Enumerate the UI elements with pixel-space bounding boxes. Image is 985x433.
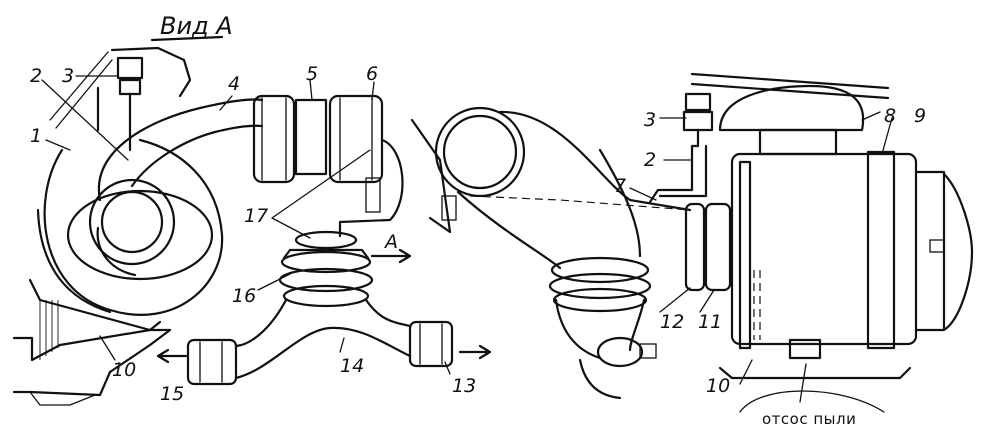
leaders-right: [629, 111, 893, 403]
hose-clamp-12: [684, 202, 706, 292]
title-underline: [150, 35, 224, 42]
base-frame-right: [718, 366, 912, 380]
filter-body: [730, 150, 974, 360]
bellows-right: [548, 256, 657, 400]
callout-5: 5: [306, 63, 318, 85]
sleeve-13: [408, 320, 492, 368]
hose-clamp-11: [704, 202, 732, 292]
view-arrow: [370, 248, 412, 264]
callout-15: 15: [160, 383, 184, 405]
callout-3-left: 3: [62, 65, 74, 87]
leaders-left: [41, 75, 451, 375]
callout-8: 8: [884, 105, 896, 127]
callout-7: 7: [614, 175, 626, 197]
cover-plate: [690, 72, 890, 156]
sleeve-15: [156, 338, 238, 386]
intake-pipe-4: [96, 98, 264, 277]
clamp-band-9: [866, 150, 896, 350]
arrow-left-out: [156, 348, 188, 364]
air-cleaner-housing: [28, 138, 224, 332]
callout-10-right: 10: [706, 375, 730, 397]
callout-12: 12: [660, 311, 684, 333]
drain-hose-left: [338, 138, 404, 238]
callout-10-left: 10: [112, 359, 136, 381]
callout-4: 4: [228, 73, 240, 95]
intake-pipe-right: [434, 106, 692, 270]
view-title: Вид А: [160, 12, 233, 40]
callout-9: 9: [914, 105, 926, 127]
view-marker: А: [383, 231, 398, 253]
hose-clamp-6: [328, 94, 384, 213]
bracket-clip: [441, 195, 457, 221]
engine-base-left: [12, 300, 172, 406]
dust-suction-note: отсос пыли: [762, 410, 856, 428]
dust-outlet: [788, 338, 822, 360]
hose-sleeve-5: [294, 98, 328, 176]
dust-valve-right: [648, 92, 714, 204]
callout-2-right: 2: [644, 149, 656, 171]
cleaner-outlet-ring: [88, 178, 176, 266]
dust-outlet-outline: [739, 390, 885, 413]
callout-13: 13: [452, 375, 476, 397]
branch-pipe-14: [234, 298, 412, 380]
callout-2-left: 2: [30, 65, 42, 87]
callout-1: 1: [30, 125, 42, 147]
hose-clamp-left: [252, 94, 296, 184]
arrow-right-out: [458, 344, 492, 360]
callout-3-right: 3: [644, 109, 656, 131]
callout-14: 14: [340, 355, 364, 377]
cap-8: [718, 84, 865, 132]
bellows-16: [278, 230, 374, 308]
callout-17: 17: [244, 205, 268, 227]
callout-6: 6: [366, 63, 378, 85]
dust-valve-left: [49, 46, 192, 152]
callout-11: 11: [698, 311, 722, 333]
callout-16: 16: [232, 285, 256, 307]
